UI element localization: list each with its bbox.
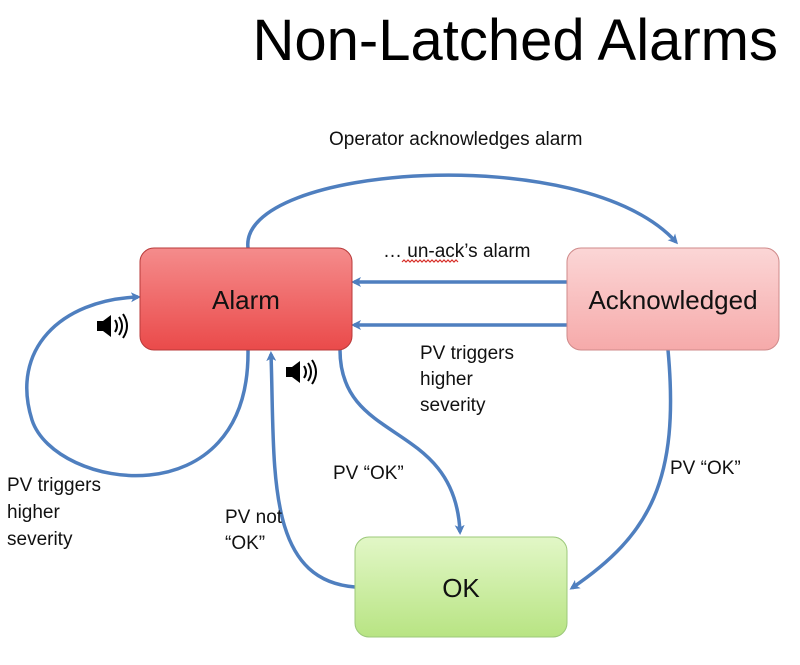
label-pv-higher-self-loop: PV triggers higher severity [7, 475, 101, 550]
page-title: Non-Latched Alarms [253, 8, 778, 73]
svg-text:“OK”: “OK” [225, 533, 265, 554]
svg-text:severity: severity [420, 395, 486, 416]
svg-text:PV triggers: PV triggers [420, 343, 514, 364]
state-alarm-label: Alarm [212, 285, 280, 315]
state-ok-label: OK [442, 573, 480, 603]
speaker-sound-icon [97, 313, 128, 339]
state-acknowledged-label: Acknowledged [588, 285, 757, 315]
label-operator-ack: Operator acknowledges alarm [329, 129, 582, 150]
speaker-sound-icon [286, 359, 317, 385]
svg-text:PV not: PV not [225, 507, 283, 528]
svg-text:PV triggers: PV triggers [7, 475, 101, 496]
svg-text:severity: severity [7, 529, 73, 550]
label-pv-ok-from-alarm: PV “OK” [333, 463, 404, 484]
svg-text:higher: higher [420, 369, 473, 390]
label-unack: … un-ack’s alarm [383, 241, 530, 262]
svg-text:higher: higher [7, 502, 60, 523]
state-alarm: Alarm [139, 247, 353, 351]
arrow-pv-ok-from-ack [569, 349, 673, 590]
label-pv-not-ok: PV not “OK” [225, 507, 283, 554]
arrow-pv-not-ok [266, 351, 356, 589]
label-pv-higher-from-ack: PV triggers higher severity [420, 343, 514, 416]
arrow-pv-higher-self-loop [25, 292, 250, 478]
arrow-pv-ok-from-alarm [338, 349, 465, 535]
state-acknowledged: Acknowledged [566, 247, 780, 351]
state-ok: OK [354, 536, 568, 638]
spellcheck-underline [401, 259, 459, 263]
label-pv-ok-from-ack: PV “OK” [670, 458, 741, 479]
arrow-operator-ack [246, 173, 679, 249]
